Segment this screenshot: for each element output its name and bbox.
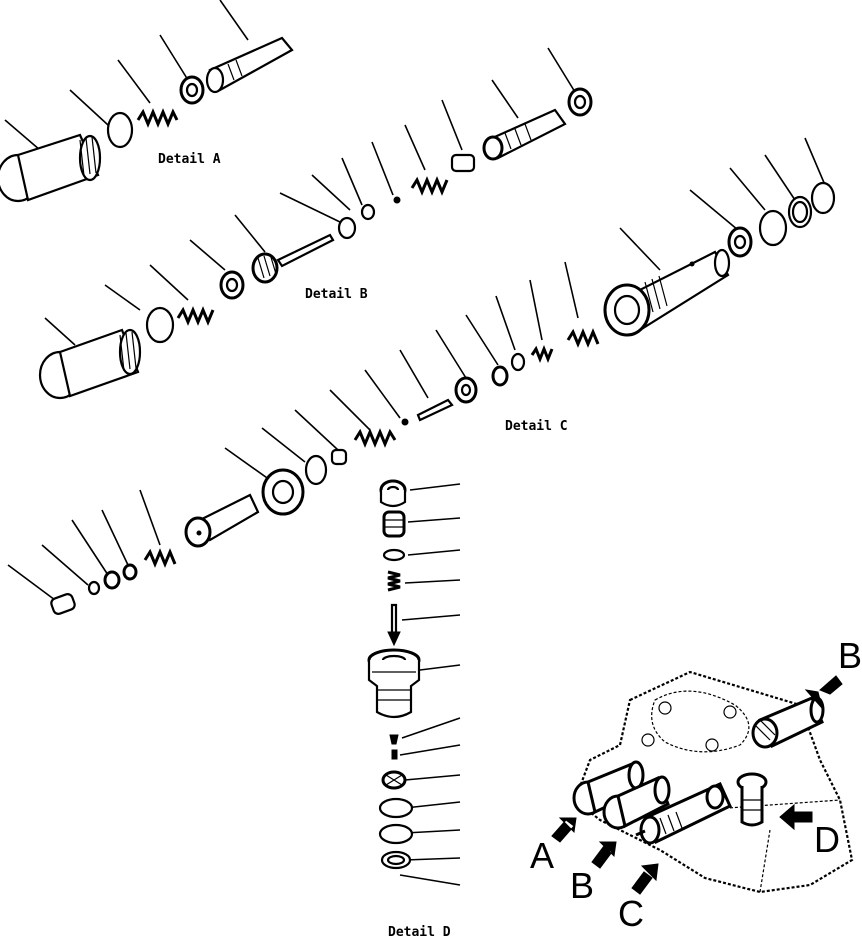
spring-c2 — [530, 344, 554, 364]
spring-a — [136, 108, 179, 128]
check-d — [389, 734, 399, 745]
spool-b — [482, 108, 567, 161]
detail-d-label: Detail D — [388, 925, 451, 939]
arrow-d-label: D — [814, 819, 840, 860]
valve-c — [635, 782, 732, 845]
detail-a-group: Detail A — [0, 0, 294, 203]
pin-c — [50, 593, 76, 615]
plug-d — [382, 510, 406, 538]
spring-d — [387, 570, 401, 592]
spring-b1 — [410, 176, 449, 196]
cartridge-c — [603, 248, 731, 337]
locknut-c — [261, 468, 305, 516]
o-ring-d3 — [378, 823, 414, 845]
spool-a — [205, 36, 294, 94]
o-ring-c1 — [810, 181, 836, 215]
poppet-c — [416, 398, 454, 422]
detail-b-group: Detail B — [38, 47, 593, 400]
ball-b — [393, 196, 401, 204]
arrow-a-label: A — [530, 835, 554, 876]
o-ring-d1 — [382, 548, 406, 562]
poppet-d — [387, 603, 401, 647]
arrow-b-front-label: B — [570, 865, 594, 906]
piston-c — [330, 448, 348, 466]
arrow-b-front-icon — [591, 841, 617, 869]
nut-d2 — [381, 770, 407, 790]
o-ring-d2 — [378, 797, 414, 819]
spring-c3 — [353, 428, 397, 448]
pin-d — [391, 749, 398, 760]
o-ring-c3 — [758, 209, 788, 247]
nut-b — [219, 270, 245, 300]
seat-c — [454, 376, 478, 404]
valve-body-assembly: B A B C D — [530, 635, 862, 934]
ring-c2 — [122, 563, 138, 581]
o-ring-a — [106, 111, 134, 149]
valve-b-front — [602, 775, 671, 830]
nut-d — [379, 479, 407, 508]
seat-b — [360, 203, 376, 221]
adjuster-c — [184, 493, 260, 548]
detail-a-label: Detail A — [158, 152, 221, 167]
detail-b-label: Detail B — [305, 287, 368, 302]
arrow-a-icon — [551, 817, 577, 843]
cartridge-d — [367, 648, 421, 719]
needle-b — [251, 233, 335, 284]
ring-c3 — [103, 570, 121, 590]
ring-c — [491, 365, 509, 387]
arrow-b-top-label: B — [838, 635, 862, 676]
nut-c — [727, 226, 753, 258]
o-ring-c4 — [510, 352, 526, 372]
detail-d-group: Detail D — [367, 479, 461, 939]
spring-b2 — [176, 306, 215, 326]
arrow-b-top-icon — [804, 675, 843, 709]
o-ring-b1 — [337, 216, 357, 240]
spring-c4 — [143, 548, 177, 568]
valve-d — [736, 772, 768, 827]
arrow-c-label: C — [618, 893, 644, 934]
spring-c1 — [566, 328, 600, 348]
arrow-d-icon — [779, 803, 813, 831]
o-ring-c6 — [87, 580, 101, 596]
detail-c-group: Detail C — [7, 137, 836, 615]
arrow-c-icon — [631, 863, 659, 895]
piston-b — [450, 153, 476, 173]
plug-a — [0, 133, 102, 203]
detail-c-label: Detail C — [505, 419, 568, 434]
ball-c — [401, 418, 409, 426]
plug-b — [38, 328, 142, 400]
o-ring-b2 — [145, 306, 175, 344]
o-ring-c5 — [304, 454, 328, 486]
